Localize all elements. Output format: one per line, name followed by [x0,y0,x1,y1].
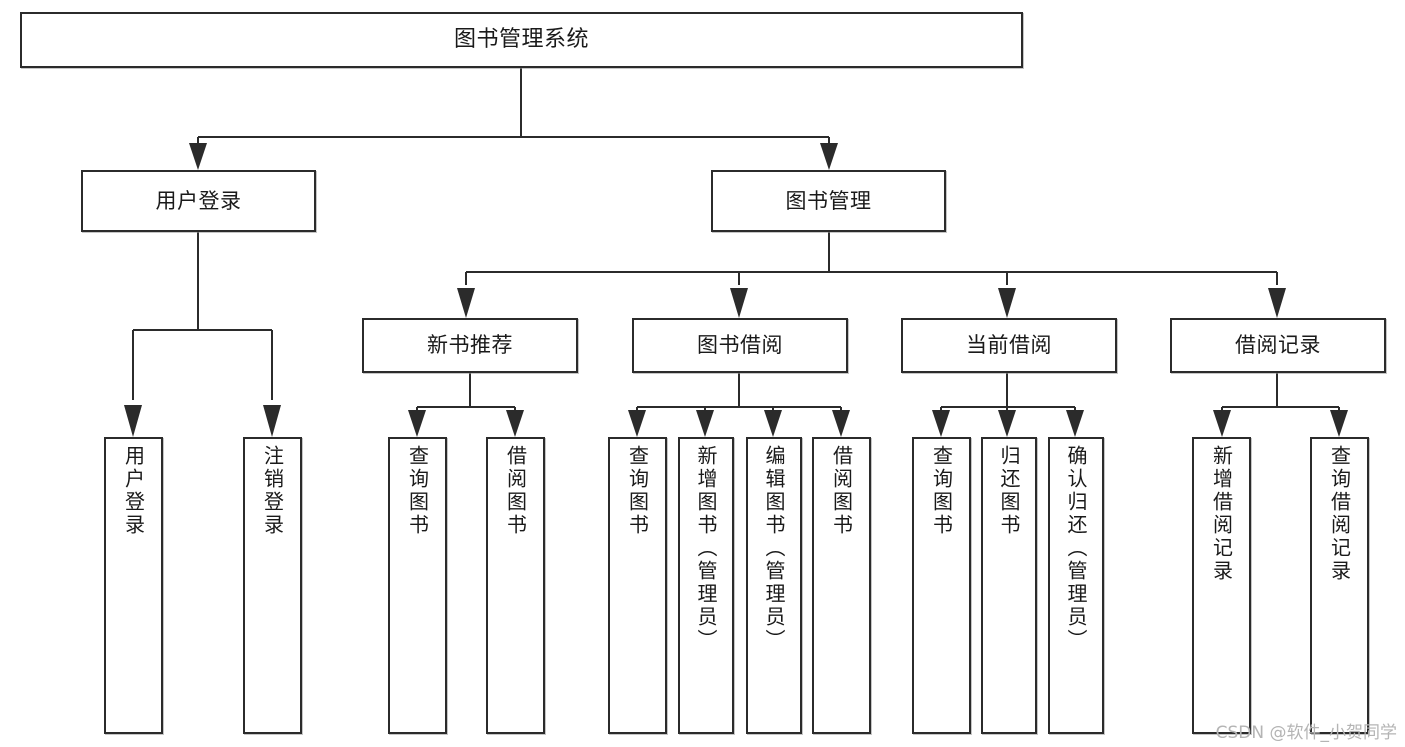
node-leaf-user-logout-label: 注销登录 [260,445,285,537]
arrowhead-leaf-user-login [124,405,142,437]
node-current-borrow-label: 当前借阅 [966,333,1052,358]
node-current-borrow[interactable]: 当前借阅 [901,318,1117,373]
node-leaf-return-book-label: 归还图书 [997,445,1021,537]
node-leaf-confirm-return-label: 确认归还（管理员） [1064,445,1088,652]
arrowhead-leaf-add-book [696,410,714,437]
node-leaf-borrow-book-2-label: 借阅图书 [829,445,854,537]
node-book-borrow-label: 图书借阅 [697,333,783,358]
node-leaf-borrow-book-1-label: 借阅图书 [503,445,528,537]
node-user-login-label: 用户登录 [155,188,242,213]
node-leaf-query-book-2-label: 查询图书 [625,445,650,537]
node-leaf-query-book-3[interactable]: 查询图书 [912,437,971,734]
arrowhead-leaf-return-book [998,410,1016,437]
node-leaf-query-book-1[interactable]: 查询图书 [388,437,447,734]
arrowhead-new-book-recommend [457,288,475,318]
node-new-book-recommend-label: 新书推荐 [427,333,513,358]
arrowhead-borrow-record [1268,288,1286,318]
arrowhead-leaf-add-record [1213,410,1231,437]
node-leaf-add-book[interactable]: 新增图书（管理员） [678,437,734,734]
arrowhead-leaf-user-logout [263,405,281,437]
node-leaf-add-record-label: 新增借阅记录 [1209,445,1234,583]
node-leaf-add-book-label: 新增图书（管理员） [694,445,718,652]
node-leaf-query-book-2[interactable]: 查询图书 [608,437,667,734]
node-leaf-edit-book[interactable]: 编辑图书（管理员） [746,437,802,734]
csdn-watermark: CSDN @软件_小贺同学 [1215,723,1397,743]
node-leaf-return-book[interactable]: 归还图书 [981,437,1037,734]
arrowhead-leaf-edit-book [764,410,782,437]
arrowhead-leaf-borrow-book-2 [832,410,850,437]
node-root-label: 图书管理系统 [453,27,589,53]
node-leaf-edit-book-label: 编辑图书（管理员） [762,445,786,652]
node-leaf-query-book-1-label: 查询图书 [405,445,430,537]
node-leaf-borrow-book-1[interactable]: 借阅图书 [486,437,545,734]
node-leaf-query-record[interactable]: 查询借阅记录 [1310,437,1369,734]
node-leaf-borrow-book-2[interactable]: 借阅图书 [812,437,871,734]
node-leaf-user-login[interactable]: 用户登录 [104,437,163,734]
arrowhead-leaf-query-book-3 [932,410,950,437]
node-leaf-query-book-3-label: 查询图书 [929,445,954,537]
node-borrow-record-label: 借阅记录 [1235,333,1321,358]
node-leaf-user-login-label: 用户登录 [121,445,146,537]
node-borrow-record[interactable]: 借阅记录 [1170,318,1386,373]
node-leaf-confirm-return[interactable]: 确认归还（管理员） [1048,437,1104,734]
node-user-login[interactable]: 用户登录 [81,170,316,232]
node-book-manage-label: 图书管理 [785,188,872,213]
arrowhead-leaf-query-record [1330,410,1348,437]
node-leaf-add-record[interactable]: 新增借阅记录 [1192,437,1251,734]
arrowhead-user-login [189,143,207,170]
arrowhead-leaf-borrow-book-1 [506,410,524,437]
node-leaf-user-logout[interactable]: 注销登录 [243,437,302,734]
node-new-book-recommend[interactable]: 新书推荐 [362,318,578,373]
arrowhead-book-manage [820,143,838,170]
node-leaf-query-record-label: 查询借阅记录 [1327,445,1352,583]
arrowhead-current-borrow [998,288,1016,318]
arrowhead-leaf-query-book-1 [408,410,426,437]
node-book-manage[interactable]: 图书管理 [711,170,946,232]
node-root[interactable]: 图书管理系统 [20,12,1023,68]
arrowhead-book-borrow [730,288,748,318]
arrowhead-leaf-confirm-return [1066,410,1084,437]
node-book-borrow[interactable]: 图书借阅 [632,318,848,373]
arrowhead-leaf-query-book-2 [628,410,646,437]
